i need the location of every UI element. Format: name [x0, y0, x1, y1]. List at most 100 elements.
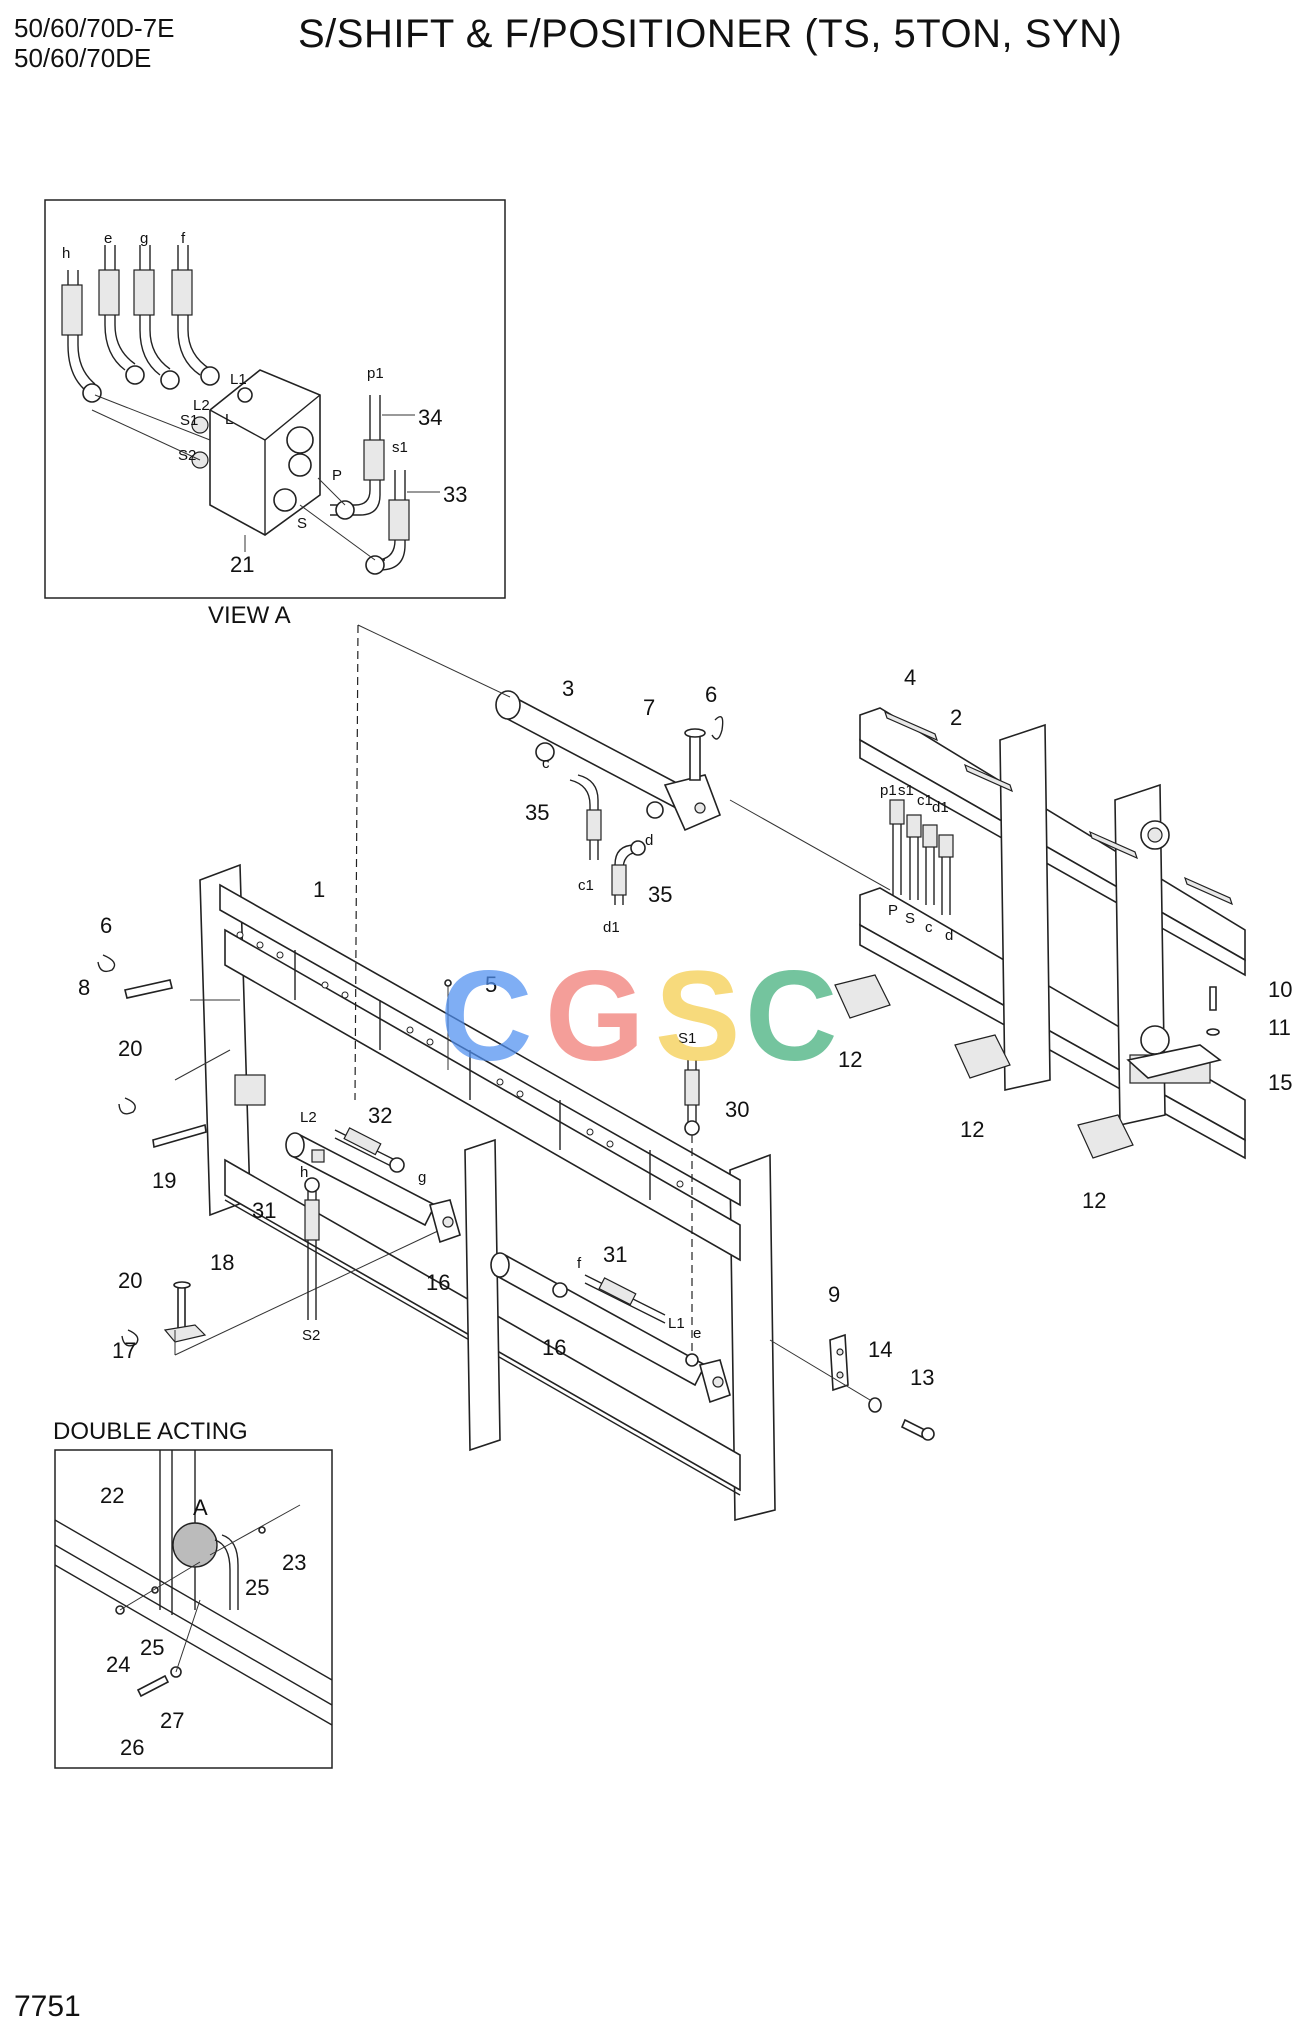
pin-19 — [152, 1123, 207, 1149]
svg-text:c: c — [542, 755, 550, 772]
svg-text:p1: p1 — [880, 782, 897, 799]
svg-text:P: P — [332, 467, 342, 484]
svg-text:s1: s1 — [392, 439, 408, 456]
svg-text:S1: S1 — [678, 1030, 696, 1047]
hose-34 — [569, 779, 591, 860]
svg-text:c1: c1 — [578, 877, 594, 894]
svg-text:L2: L2 — [300, 1109, 317, 1126]
callout-19: 19 — [152, 1168, 176, 1193]
svg-text:L1: L1 — [668, 1315, 685, 1332]
sideshift-cylinder — [495, 690, 722, 832]
callout-30: 32 — [368, 1103, 392, 1128]
frame-right-upright — [729, 1153, 776, 1522]
watermark-letter-s: S — [655, 950, 740, 1080]
page-number: 7751 — [14, 1990, 81, 2023]
svg-text:c1: c1 — [917, 792, 933, 809]
pin-7 — [689, 732, 701, 781]
callout-18: 18 — [210, 1250, 234, 1275]
callout-6: 6 — [705, 682, 717, 707]
svg-text:S2: S2 — [302, 1327, 320, 1344]
svg-text:h: h — [300, 1164, 308, 1181]
callout-34: 35 — [525, 800, 549, 825]
svg-text:p1: p1 — [367, 365, 384, 382]
callout-14: 14 — [868, 1337, 892, 1362]
bracket — [234, 1074, 266, 1106]
callout-labels: 21 34 33 3 7 6 4 2 35 35 1 6 8 5 10 11 1… — [78, 405, 1292, 1760]
callout-20: 20 — [118, 1036, 142, 1061]
callout-12-a: 12 — [838, 1047, 862, 1072]
callout-33: 34 — [418, 405, 442, 430]
callout-17: 17 — [112, 1338, 136, 1363]
svg-text:g: g — [418, 1169, 426, 1186]
callout-22: 22 — [100, 1483, 124, 1508]
plate-17 — [163, 1324, 207, 1343]
svg-text:c: c — [925, 919, 933, 936]
callout-8: 8 — [78, 975, 90, 1000]
svg-text:f: f — [577, 1255, 582, 1272]
svg-text:s1: s1 — [898, 782, 914, 799]
model-code-2: 50/60/70DE — [14, 43, 152, 73]
wear-pad-4 — [884, 710, 938, 742]
watermark-letter-g: G — [545, 950, 645, 1080]
double-acting-caption: DOUBLE ACTING — [53, 1418, 248, 1445]
detail-a-marker — [172, 1522, 218, 1568]
callout-26: 26 — [120, 1735, 144, 1760]
svg-text:e: e — [104, 230, 112, 247]
clip-6b — [97, 954, 116, 973]
svg-text:S: S — [905, 910, 915, 927]
svg-text:S: S — [297, 515, 307, 532]
washer-11 — [1206, 1028, 1220, 1036]
callout-11: 11 — [1268, 1015, 1291, 1040]
hose-33 — [330, 395, 371, 506]
hose-e — [104, 245, 126, 371]
callout-15: 15 — [1268, 1070, 1292, 1095]
port-labels: h e g f L1 L2 L S1 S2 P S p1 s1 c d c1 d… — [62, 230, 953, 1344]
callout-10: 10 — [1268, 977, 1292, 1002]
callout-1: 1 — [313, 877, 325, 902]
svg-text:d: d — [645, 832, 653, 849]
watermark-letter-c1: C — [440, 950, 532, 1080]
double-acting-frame — [54, 1449, 333, 1769]
callout-7: 7 — [643, 695, 655, 720]
callout-23: 23 — [282, 1550, 306, 1575]
callout-4: 4 — [904, 665, 916, 690]
washer-14 — [868, 1397, 882, 1413]
callout-13: 13 — [910, 1365, 934, 1390]
svg-text:S1: S1 — [180, 412, 198, 429]
view-a-frame — [44, 199, 506, 599]
callout-2: 2 — [950, 705, 962, 730]
callout-28: 30 — [725, 1097, 749, 1122]
callout-29: 31 — [603, 1242, 627, 1267]
wear-pads-12 — [834, 974, 1134, 1159]
callout-24: 24 — [106, 1652, 130, 1677]
svg-text:e: e — [693, 1325, 701, 1342]
page-title: S/SHIFT & F/POSITIONER (TS, 5TON, SYN) — [298, 12, 1123, 56]
svg-text:h: h — [62, 245, 70, 262]
svg-text:L1: L1 — [230, 371, 247, 388]
callout-27: 27 — [160, 1708, 184, 1733]
frame-top-rail — [219, 883, 741, 1207]
callout-16-b: 16 — [542, 1335, 566, 1360]
hose-f — [177, 245, 201, 376]
bolt-10 — [1209, 986, 1217, 1011]
callout-25-a: 25 — [245, 1575, 269, 1600]
svg-text:f: f — [181, 230, 186, 247]
callout-25-b: 25 — [140, 1635, 164, 1660]
svg-text:P: P — [888, 902, 898, 919]
detail-a-label: A — [193, 1495, 208, 1520]
callout-31: 31 — [252, 1198, 276, 1223]
fork-positioner-cylinder-upper — [285, 1132, 461, 1244]
svg-text:S2: S2 — [178, 447, 196, 464]
svg-text:L: L — [225, 411, 233, 428]
plate-9 — [829, 1333, 849, 1392]
side-shift-carriage — [859, 707, 1246, 1160]
callout-12-b: 12 — [960, 1117, 984, 1142]
double-acting-inset — [54, 1449, 333, 1769]
svg-text:d: d — [945, 927, 953, 944]
callout-32: 33 — [443, 482, 467, 507]
callout-9: 9 — [828, 1282, 840, 1307]
carriage-frame — [199, 863, 776, 1522]
callout-3: 3 — [562, 676, 574, 701]
